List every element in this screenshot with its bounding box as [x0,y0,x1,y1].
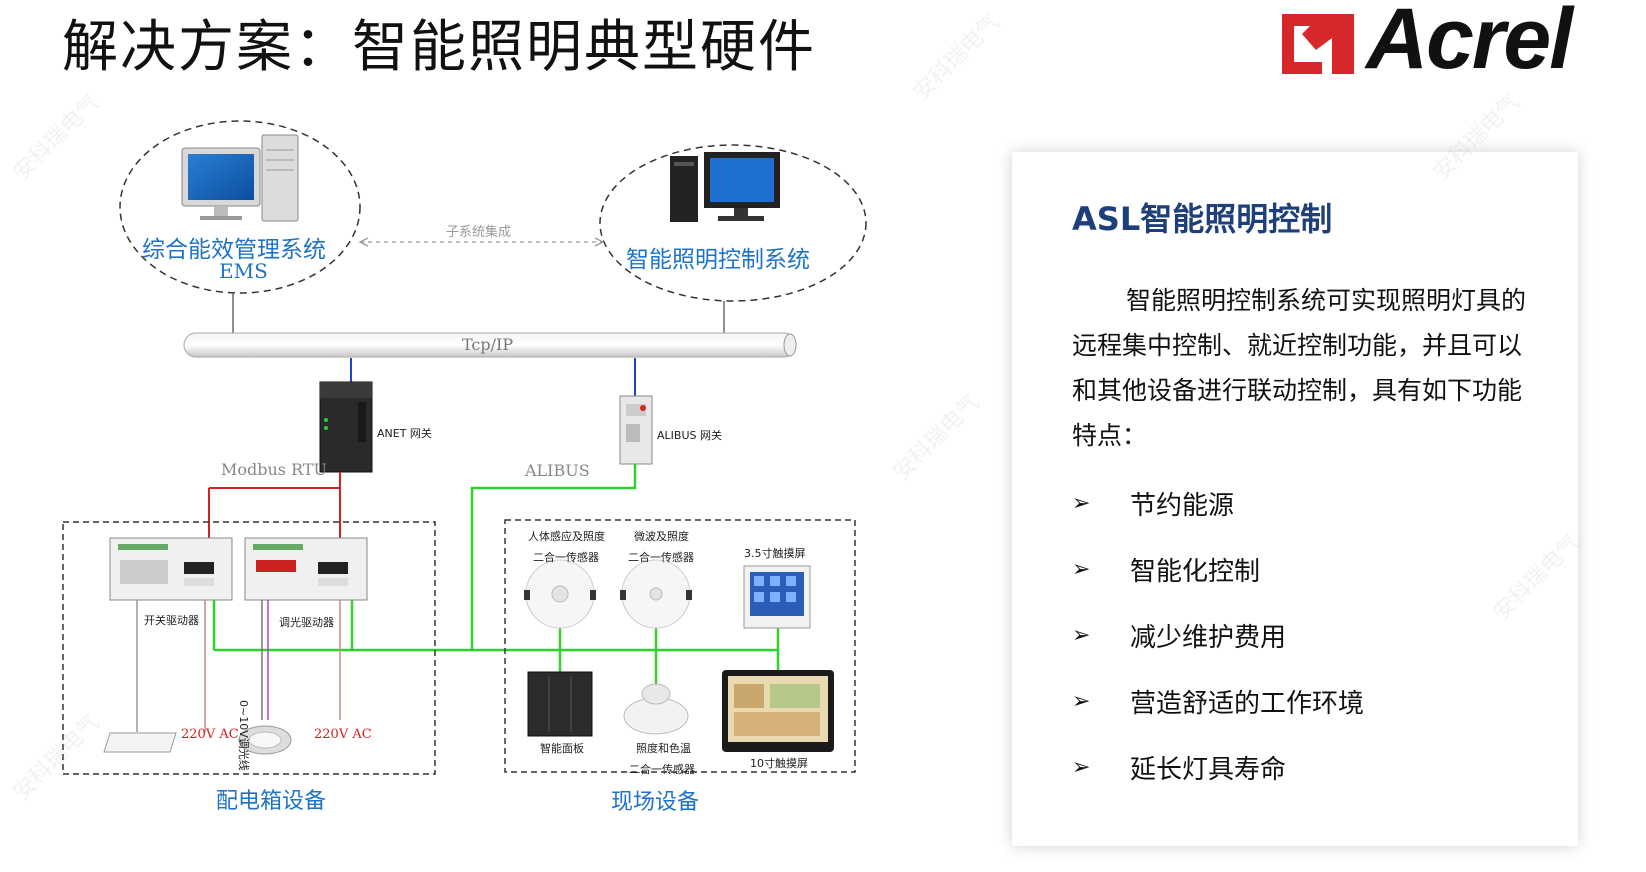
feature-item: ➢ 节约能源 [1072,470,1364,536]
arrow-bullet-icon: ➢ [1072,754,1091,780]
feature-item: ➢ 智能化控制 [1072,536,1364,602]
anet-gateway-icon [319,381,373,473]
sensor3-label-line1: 照度和色温 [636,742,691,755]
downlight-icon [238,725,292,755]
alibus-label: ALIBUS [525,461,590,480]
alibus-gateway-icon [619,395,653,465]
feature-list: ➢ 节约能源 ➢ 智能化控制 ➢ 减少维护费用 ➢ 营造舒适的工作环境 ➢ 延长灯具寿命 [1072,470,1364,800]
feature-label: 智能化控制 [1130,556,1261,587]
arrow-bullet-icon: ➢ [1072,688,1091,714]
arrow-bullet-icon: ➢ [1072,556,1091,582]
acrel-logo-text: Acrel [1366,0,1573,87]
lighting-system-label: 智能照明控制系统 [626,247,810,273]
color-temp-sensor-icon [623,683,689,735]
bus-label: Tcp/IP [462,335,514,354]
modbus-label: Modbus RTU [221,460,328,479]
distribution-box-area [62,521,436,775]
touchscreen-10-label: 10寸触摸屏 [750,757,808,770]
arrow-bullet-icon: ➢ [1072,622,1091,648]
touchscreen-10-icon [722,670,834,752]
feature-label: 节约能源 [1130,490,1235,521]
ac-right-label: 220V AC [314,727,372,742]
arrow-bullet-icon: ➢ [1072,490,1091,516]
sensor3-label-line2: 二合一传感器 [629,763,695,776]
panel-description: 智能照明控制系统可实现照明灯具的远程集中控制、就近控制功能，并且可以和其他设备进… [1072,286,1527,450]
alibus-gateway-label: ALIBUS 网关 [657,429,722,442]
switch-driver-icon [109,537,233,601]
sensor1-label: 人体感应及照度 二合一传感器 [528,526,605,568]
sensor2-label-line1: 微波及照度 [634,530,689,543]
panel-title: ASL智能照明控制 [1072,200,1333,238]
field-area [504,519,856,773]
sensor2-label-line2: 二合一传感器 [628,551,694,564]
ems-system-bubble [119,120,361,294]
dimming-driver-icon [244,537,368,601]
switch-driver-label: 开关驱动器 [144,614,199,627]
ems-label: 综合能效管理系统 [142,237,326,263]
smart-panel-label: 智能面板 [540,742,584,755]
acrel-logo: Acrel [1278,0,1638,84]
anet-gateway-label: ANET 网关 [377,427,432,440]
sensor1-label-line2: 二合一传感器 [533,551,599,564]
ac-left-label: 220V AC [181,727,239,742]
feature-item: ➢ 营造舒适的工作环境 [1072,668,1364,734]
distribution-label: 配电箱设备 [216,789,327,814]
occupancy-light-sensor-icon [524,559,596,629]
touchscreen-35-label: 3.5寸触摸屏 [744,547,806,560]
sensor3-label: 照度和色温 二合一传感器 [629,738,695,780]
feature-item: ➢ 延长灯具寿命 [1072,734,1364,800]
panel-light-icon [103,732,177,753]
lighting-computer-icon [670,152,780,222]
dimming-driver-label: 调光驱动器 [279,616,334,629]
feature-item: ➢ 减少维护费用 [1072,602,1364,668]
ems-computer-icon [181,134,299,222]
smart-panel-icon [527,671,593,737]
field-label: 现场设备 [611,790,700,815]
hardware-diagram: 综合能效管理系统 EMS 子系统集成 智能照明控制系统 Tcp/IP ANET … [62,120,867,815]
ems-sublabel: EMS [219,259,268,283]
feature-label: 延长灯具寿命 [1130,754,1287,785]
integration-label: 子系统集成 [446,225,512,240]
sensor2-label: 微波及照度 二合一传感器 [628,526,694,568]
feature-panel: ASL智能照明控制 智能照明控制系统可实现照明灯具的远程集中控制、就近控制功能，… [1012,152,1578,846]
lighting-system-bubble [599,144,867,302]
page-title: 解决方案：智能照明典型硬件 [62,15,816,80]
touchscreen-35-icon [743,565,811,629]
sensor1-label-line1: 人体感应及照度 [528,530,605,543]
feature-label: 营造舒适的工作环境 [1130,688,1365,719]
acrel-logo-mark-icon [1282,14,1354,74]
microwave-light-sensor-icon [620,559,692,629]
feature-label: 减少维护费用 [1130,622,1287,653]
